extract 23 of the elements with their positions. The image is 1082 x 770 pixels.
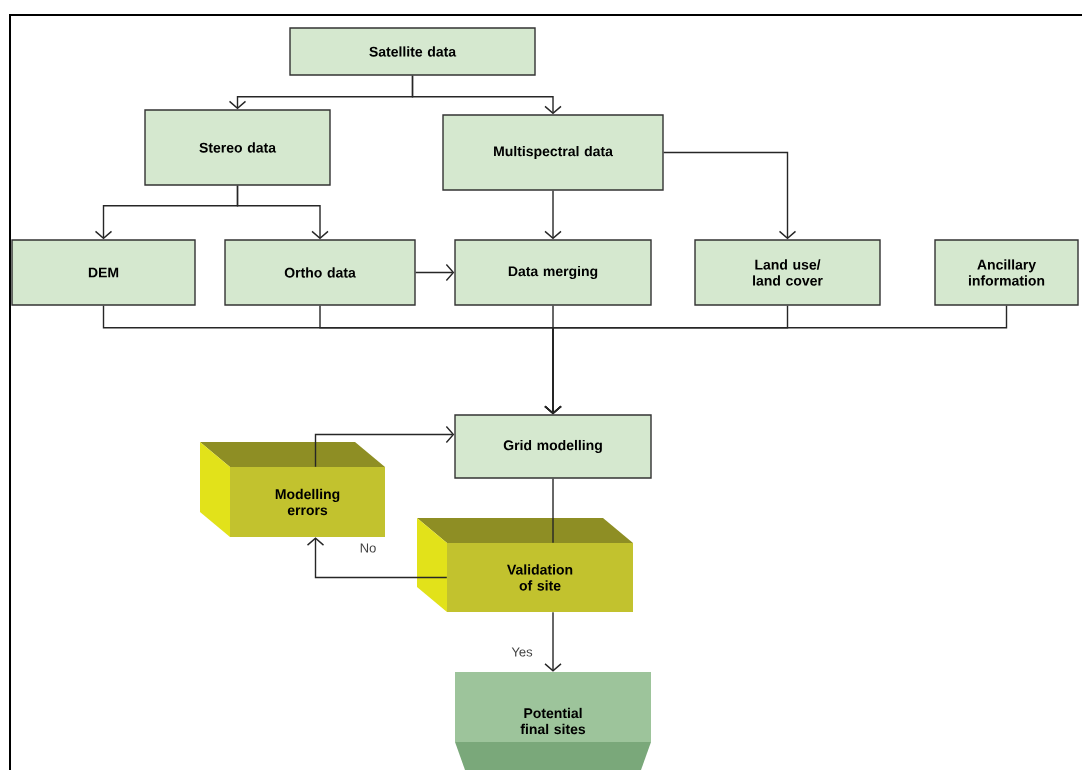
arrow — [544, 611, 562, 672]
edge-label: Yes — [510, 646, 534, 658]
arrow — [306, 537, 448, 579]
process-box: Ancillary information — [934, 239, 1079, 306]
arrow — [411, 75, 562, 115]
prism-box: Potential final sites — [455, 672, 651, 770]
process-box: Grid modelling — [454, 414, 652, 479]
process-box: Satellite data — [289, 27, 536, 76]
process-box: DEM — [11, 239, 196, 306]
process-box: Multispectral data — [442, 114, 664, 191]
cube-box: Validation of site — [417, 518, 633, 612]
arrow — [314, 425, 455, 468]
cube-box: Modelling errors — [200, 442, 385, 537]
edge-label: No — [358, 542, 378, 554]
process-box: Land use/ land cover — [694, 239, 881, 306]
arrow — [544, 305, 1008, 415]
arrow — [544, 190, 562, 240]
process-box: Ortho data — [224, 239, 416, 306]
arrow — [663, 151, 797, 240]
arrow — [236, 185, 329, 240]
process-box: Data merging — [454, 239, 652, 306]
arrow — [415, 263, 455, 282]
process-box: Stereo data — [144, 109, 331, 186]
